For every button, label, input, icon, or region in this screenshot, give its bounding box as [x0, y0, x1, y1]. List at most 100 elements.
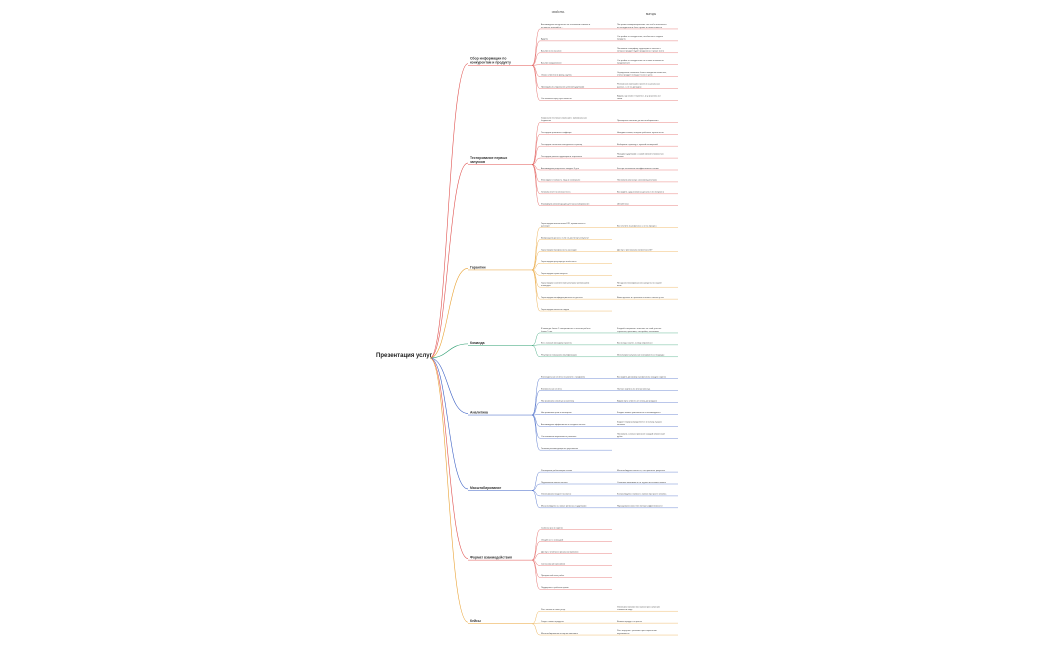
property-node[interactable]: Анализируем конкурентов на основании отз…	[541, 23, 591, 29]
property-node[interactable]: Гарантируем соответствие рекламы требова…	[541, 282, 590, 287]
property-node[interactable]: Гарантируем сроки запуска	[541, 273, 568, 275]
property-node[interactable]: Общий чат с командой	[541, 538, 564, 541]
property-node[interactable]: Ежемесячные отчёты	[541, 388, 562, 390]
benefit-node[interactable]: Вывели продукт на рынок	[617, 621, 642, 623]
benefit-node[interactable]: Проверяем гипотезы до масштабирования	[617, 120, 658, 122]
item-connector	[531, 541, 541, 561]
branch-label[interactable]: Кейсы	[470, 619, 481, 623]
benefit-node[interactable]: Масштабируем только то, что приносит рез…	[617, 470, 665, 472]
property-node[interactable]: Тестируем креативы и офферы	[541, 131, 572, 134]
property-node[interactable]: Гарантируем качество лидов	[541, 309, 570, 311]
property-node[interactable]: Тестируем разные аудитории и таргетинги	[541, 156, 583, 158]
item-connector	[531, 332, 541, 346]
item-connector	[531, 52, 541, 66]
property-node[interactable]: Гарантируем прозрачность расходов	[541, 249, 578, 251]
benefit-node[interactable]: Вы видите, куда вложены деньги и что пол…	[617, 192, 665, 194]
benefit-node[interactable]: Ни одного блокированного аккаунта по наш…	[617, 281, 662, 287]
property-node[interactable]: Есть личный менеджер проекта	[541, 342, 573, 345]
benefit-node[interactable]: Отстройка от конкурентов, особенность по…	[617, 35, 664, 41]
benefit-node[interactable]: Находим аудитории с самой низкой стоимос…	[617, 152, 664, 158]
benefit-node[interactable]: Отстройка от конкурентов на основе анали…	[617, 59, 665, 65]
branch-label[interactable]: Формат взаимодействия	[470, 556, 512, 560]
property-node[interactable]: Запускаем тестовые кампании с минимальны…	[541, 118, 587, 123]
benefit-node[interactable]: Вы платите за результат, а не за процесс	[617, 225, 657, 227]
property-node[interactable]: Анализируем эффективность каждого канала	[541, 423, 586, 426]
benefit-node[interactable]: Чёткий план	[617, 203, 629, 206]
property-node[interactable]: Анализ продвижения	[541, 61, 561, 64]
property-node[interactable]: Гарантируем конфиденциальность данных	[541, 296, 584, 299]
property-node[interactable]: Готовим рекомендации по улучшению	[541, 448, 578, 450]
benefit-node[interactable]: Видим путь клиента от клика до продажи	[617, 400, 658, 402]
benefit-node[interactable]: Каждый специалист отвечает за свой участ…	[617, 327, 662, 333]
property-node[interactable]: Тестируем несколько посадочных страниц	[541, 144, 583, 146]
benefit-node[interactable]: Видим, где клиент теряется, и устраняем …	[617, 96, 661, 101]
property-node[interactable]: Формируем рекомендации для масштабирован…	[541, 203, 589, 206]
benefit-node[interactable]: Построим позиционирование так чтобы отли…	[617, 24, 667, 29]
property-node[interactable]: Регулярно повышаем квалификацию	[541, 354, 577, 357]
benefit-node[interactable]: Каждая заявка учитывается и анализируетс…	[617, 412, 661, 414]
property-node[interactable]: Возвращаем деньги, если не достигнут рез…	[541, 237, 589, 239]
benefit-node[interactable]: Увеличили количество заявок при снижении…	[617, 606, 661, 611]
benefit-node[interactable]: Снижаем зависимость от одного источника …	[617, 482, 666, 484]
property-node[interactable]: Гарантируем выполнение KPI, прописанных …	[541, 223, 586, 228]
property-node[interactable]: Подключаем новые каналы	[541, 482, 568, 484]
benefit-node[interactable]: Вы всегда знаете, к кому обратиться	[617, 343, 653, 345]
property-node[interactable]: Увеличиваем бюджет поэтапно	[541, 494, 572, 496]
benefit-node[interactable]: Доступ к рекламным кабинетам 24/7	[617, 249, 653, 251]
benefit-node[interactable]: Находим связки, которые работают лучше в…	[617, 132, 665, 134]
benefit-node[interactable]: Вы видите динамику и результаты каждую н…	[617, 376, 666, 378]
branch-label[interactable]: Аналитика	[470, 410, 488, 414]
property-node[interactable]: Рост заявок в нише услуг	[541, 609, 566, 611]
benefit-node[interactable]: Полная картина по итогам месяца	[617, 388, 651, 390]
branch-label[interactable]: Команда	[470, 341, 485, 345]
benefit-node[interactable]: Контролируем стоимость заявки при росте …	[617, 494, 667, 496]
benefit-node[interactable]: Определяем ключевые боли и ожидания клие…	[617, 72, 667, 77]
property-node[interactable]: Согласование креативов	[541, 563, 566, 565]
property-node[interactable]: Проводим исследование целевой аудитории	[541, 85, 585, 88]
item-connector	[531, 553, 541, 561]
benefit-node[interactable]: Используем актуальные инструменты и подх…	[617, 355, 665, 357]
property-node[interactable]: Расширяем работающие связки	[541, 470, 573, 472]
property-node[interactable]: Настраиваем цели и конверсии	[541, 412, 572, 414]
property-node[interactable]: В команде более 5 специалистов с опытом …	[541, 328, 591, 333]
benefit-node[interactable]: Понимаем реальную экономику рекламы	[617, 180, 657, 182]
property-node[interactable]: Прозрачный план работ	[541, 574, 564, 577]
item-connector	[531, 269, 541, 300]
property-node[interactable]: Опрос клиентов и фокус-группа	[541, 73, 573, 76]
property-node[interactable]: Поддержка в рабочее время	[541, 587, 569, 589]
root-node[interactable]: Презентация услуг	[376, 353, 433, 359]
benefit-node[interactable]: Понимаем специфику, аудиторию и каналы в…	[617, 47, 665, 53]
property-node[interactable]: Анализируем результаты каждые 3 дня	[541, 167, 579, 170]
item-connector	[531, 402, 541, 416]
property-node[interactable]: Анализ всех каналов	[541, 50, 562, 53]
property-node[interactable]: Доступ к отчётам в реальном времени	[541, 551, 579, 553]
property-node[interactable]: Масштабируем на новые регионы и аудитори…	[541, 506, 587, 508]
property-node[interactable]: Аудиты	[541, 38, 549, 41]
property-node[interactable]: Фиксируем стоимость лида и конверсию	[541, 179, 581, 182]
property-node[interactable]: Созвоны раз в неделю	[541, 528, 563, 530]
benefit-node[interactable]: Понимаем, сколько приносит каждый вложен…	[617, 432, 666, 438]
benefit-node[interactable]: Быстро отключаем неэффективные связки	[617, 167, 659, 170]
branch-label[interactable]: Масштабирование	[470, 486, 501, 490]
property-node[interactable]: Запуск нового продукта	[541, 621, 565, 623]
property-node[interactable]: Готовим отчёт по итогам теста	[541, 192, 571, 194]
item-connector	[531, 239, 541, 271]
property-node[interactable]: Еженедельные отчёты по работе с трафиком	[541, 375, 585, 378]
item-connector	[531, 390, 541, 416]
branch-label[interactable]: Гарантии	[470, 265, 486, 269]
benefit-node[interactable]: Наращиваем охват без потери эффективност…	[617, 505, 663, 508]
benefit-node[interactable]: Бюджет перераспределяется в пользу лучши…	[617, 422, 663, 427]
benefit-node[interactable]: Ваши данные и стратегия остаются только …	[617, 297, 664, 299]
property-node[interactable]: Гарантируем регулярную отчётность	[541, 261, 577, 263]
property-node[interactable]: Отслеживаем окупаемость рекламы	[541, 436, 577, 438]
item-connector	[531, 164, 541, 171]
property-node[interactable]: Настраиваем сквозную аналитику	[541, 400, 575, 402]
property-node[interactable]: Составляем карту пути клиента	[541, 98, 573, 100]
benefit-node[interactable]: Выбираем страницу с лучшей конверсией	[617, 143, 659, 146]
property-node[interactable]: Масштабирование интернет-магазина	[541, 633, 579, 635]
